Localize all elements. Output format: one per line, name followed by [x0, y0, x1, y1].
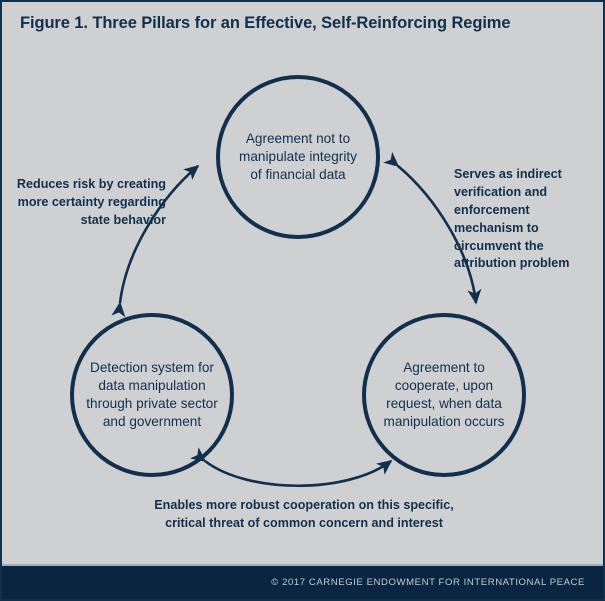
arrow-bottom-connector [189, 447, 393, 487]
arrow-right-connector [383, 151, 482, 305]
pillar-circle-detection-system: Detection system for data manipulation t… [70, 313, 234, 477]
edge-label-left: Reduces risk by creating more certainty … [16, 177, 166, 227]
edge-label-right: Serves as indirect verification and enfo… [454, 167, 570, 271]
footer-band: © 2017 CARNEGIE ENDOWMENT FOR INTERNATIO… [2, 564, 603, 599]
pillar-circle-cooperation: Agreement to cooperate, upon request, wh… [362, 313, 526, 477]
pillar-label-top: Agreement not to manipulate integrity of… [239, 130, 357, 183]
edge-label-bottom: Enables more robust cooperation on this … [154, 498, 454, 530]
pillar-label-right: Agreement to cooperate, upon request, wh… [383, 359, 505, 430]
pillar-label-left: Detection system for data manipulation t… [86, 359, 218, 430]
footer-credit: © 2017 CARNEGIE ENDOWMENT FOR INTERNATIO… [271, 577, 585, 588]
figure-title: Figure 1. Three Pillars for an Effective… [20, 14, 511, 32]
pillar-circle-agreement-integrity: Agreement not to manipulate integrity of… [216, 75, 380, 239]
arrow-left-connector [111, 164, 200, 318]
